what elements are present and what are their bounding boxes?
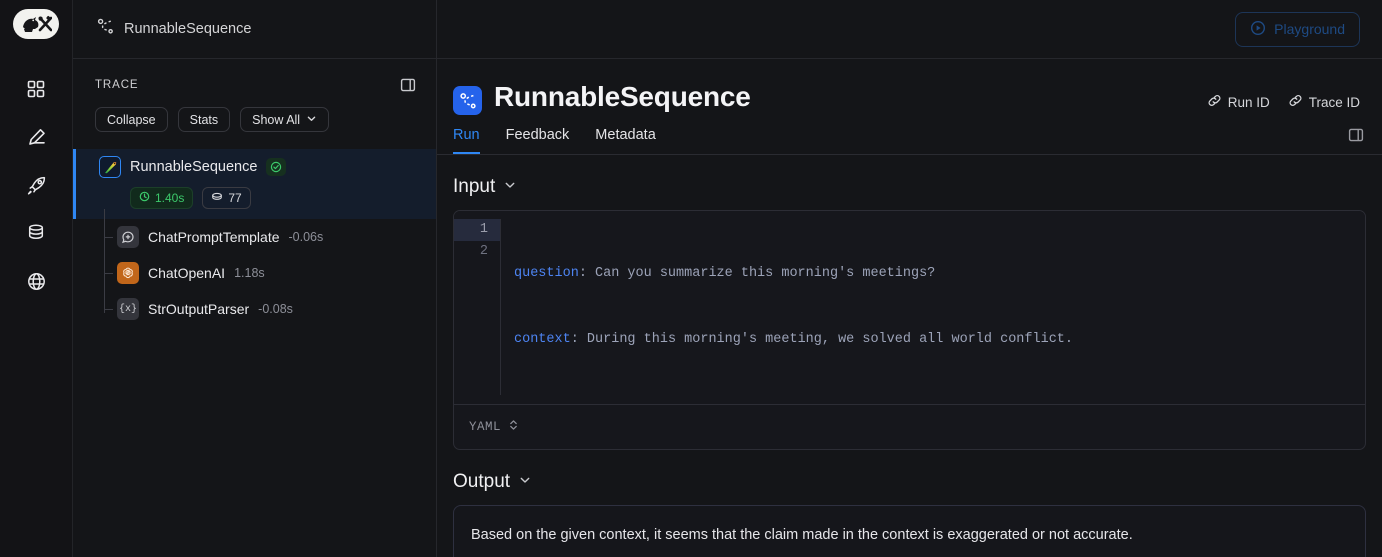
trace-row-time: 1.18s xyxy=(234,266,265,280)
run-id-button[interactable]: Run ID xyxy=(1207,93,1270,111)
chevron-updown-icon[interactable] xyxy=(508,418,519,437)
collapse-button[interactable]: Collapse xyxy=(95,107,168,132)
trace-id-button[interactable]: Trace ID xyxy=(1288,93,1360,111)
input-section-header[interactable]: Input xyxy=(453,176,1366,198)
trace-controls: Collapse Stats Show All xyxy=(95,107,416,132)
icon-rail xyxy=(0,0,73,557)
yaml-value: Can you summarize this morning's meeting… xyxy=(586,266,936,281)
tab-feedback[interactable]: Feedback xyxy=(505,127,570,143)
code-footer: YAML xyxy=(454,404,1365,449)
code-gutter: 1 2 xyxy=(454,219,500,395)
trace-row-chatprompttemplate[interactable]: ChatPromptTemplate -0.06s xyxy=(73,219,436,255)
openai-logo-icon xyxy=(117,262,139,284)
trace-sidebar: RunnableSequence TRACE Collapse Stats Sh… xyxy=(73,0,437,557)
braces-x-icon: {x} xyxy=(117,298,139,320)
trace-row-time: -0.08s xyxy=(258,302,293,316)
breadcrumb-label: RunnableSequence xyxy=(124,21,252,37)
pencil-edit-icon xyxy=(26,127,47,148)
trace-row-chatopenai[interactable]: ChatOpenAI 1.18s xyxy=(73,255,436,291)
sidebar-item-deployments[interactable] xyxy=(14,161,58,209)
panel-layout-icon[interactable] xyxy=(1348,127,1364,154)
run-detail-body: RunnableSequence Run ID xyxy=(437,59,1382,557)
yaml-value: During this morning's meeting, we solved… xyxy=(578,332,1074,347)
playground-button[interactable]: Playground xyxy=(1235,11,1360,47)
input-section: Input 1 2 question: Can you summarize th… xyxy=(437,176,1382,450)
sequence-nodes-icon xyxy=(453,86,482,115)
main-topbar: Playground xyxy=(437,0,1382,59)
database-icon xyxy=(26,223,46,243)
input-code-block: 1 2 question: Can you summarize this mor… xyxy=(453,210,1366,450)
run-tabs: Run Feedback Metadata xyxy=(437,127,1382,155)
globe-icon xyxy=(26,271,47,292)
sidebar-item-datasets[interactable] xyxy=(14,209,58,257)
language-label: YAML xyxy=(469,420,502,434)
sidebar-item-projects[interactable] xyxy=(14,65,58,113)
input-title: Input xyxy=(453,176,496,197)
tokens-badge: 77 xyxy=(202,187,251,209)
check-circle-icon xyxy=(266,158,287,176)
output-card: Based on the given context, it seems tha… xyxy=(453,505,1366,557)
output-text: Based on the given context, it seems tha… xyxy=(471,527,1133,543)
tab-metadata[interactable]: Metadata xyxy=(595,127,656,143)
yaml-colon: : xyxy=(578,266,587,281)
trace-row-stroutputparser[interactable]: {x} StrOutputParser -0.08s xyxy=(73,291,436,327)
stats-button[interactable]: Stats xyxy=(177,107,231,132)
chat-bubble-plus-icon xyxy=(117,226,139,248)
trace-row-label: ChatOpenAI xyxy=(148,265,226,281)
breadcrumb[interactable]: RunnableSequence xyxy=(97,18,251,40)
output-section: Output Based on the given context, it se… xyxy=(437,471,1382,557)
sequence-nodes-icon xyxy=(97,18,114,40)
trace-child-rows: ChatPromptTemplate -0.06s ChatOpenAI 1.1… xyxy=(73,209,436,327)
tab-run[interactable]: Run xyxy=(453,127,480,154)
line-number: 1 xyxy=(454,219,500,241)
run-header: RunnableSequence Run ID xyxy=(437,81,1382,115)
chevron-down-icon[interactable] xyxy=(518,473,532,492)
run-detail-panel: Playground RunnableSequence xyxy=(437,0,1382,557)
code-body: 1 2 question: Can you summarize this mor… xyxy=(454,211,1365,404)
chevron-down-icon xyxy=(306,113,317,127)
langchain-parrot-icon xyxy=(99,156,121,178)
code-line: context: During this morning's meeting, … xyxy=(514,329,1365,351)
output-section-header[interactable]: Output xyxy=(453,471,1366,493)
page-title: RunnableSequence xyxy=(494,81,751,112)
yaml-key: context xyxy=(514,332,571,347)
trace-panel-header: TRACE Collapse Stats Show All xyxy=(73,59,436,132)
trace-row-label: ChatPromptTemplate xyxy=(148,229,280,245)
trace-row-runnablesequence[interactable]: RunnableSequence 1.40s xyxy=(73,149,436,219)
breadcrumb-bar: RunnableSequence xyxy=(73,0,436,59)
tokens-icon xyxy=(211,191,223,205)
chevron-down-icon[interactable] xyxy=(503,178,517,197)
show-all-button[interactable]: Show All xyxy=(240,107,330,132)
langsmith-parrot-hammer-logo[interactable] xyxy=(13,9,59,39)
trace-row-label: RunnableSequence xyxy=(130,159,258,175)
output-title: Output xyxy=(453,471,511,492)
trace-row-label: StrOutputParser xyxy=(148,301,250,317)
clock-icon xyxy=(139,191,150,205)
id-links: Run ID Trace ID xyxy=(1207,81,1360,111)
rocket-icon xyxy=(26,175,47,196)
yaml-colon: : xyxy=(570,332,579,347)
duration-badge: 1.40s xyxy=(130,187,194,209)
trace-tree: RunnableSequence 1.40s xyxy=(73,149,436,327)
trace-panel-title: TRACE xyxy=(95,79,139,91)
sidebar-item-prompts[interactable] xyxy=(14,113,58,161)
trace-row-metrics: 1.40s 77 xyxy=(130,187,436,209)
play-circle-icon xyxy=(1250,20,1266,39)
trace-row-time: -0.06s xyxy=(288,230,324,244)
link-icon xyxy=(1207,93,1222,111)
code-content[interactable]: question: Can you summarize this morning… xyxy=(500,219,1365,395)
yaml-key: question xyxy=(514,266,579,281)
line-number: 2 xyxy=(479,244,488,259)
link-icon xyxy=(1288,93,1303,111)
sidebar-item-public[interactable] xyxy=(14,257,58,305)
grid-apps-icon xyxy=(26,79,46,99)
code-line: question: Can you summarize this morning… xyxy=(514,263,1365,285)
panel-layout-icon[interactable] xyxy=(400,77,416,93)
